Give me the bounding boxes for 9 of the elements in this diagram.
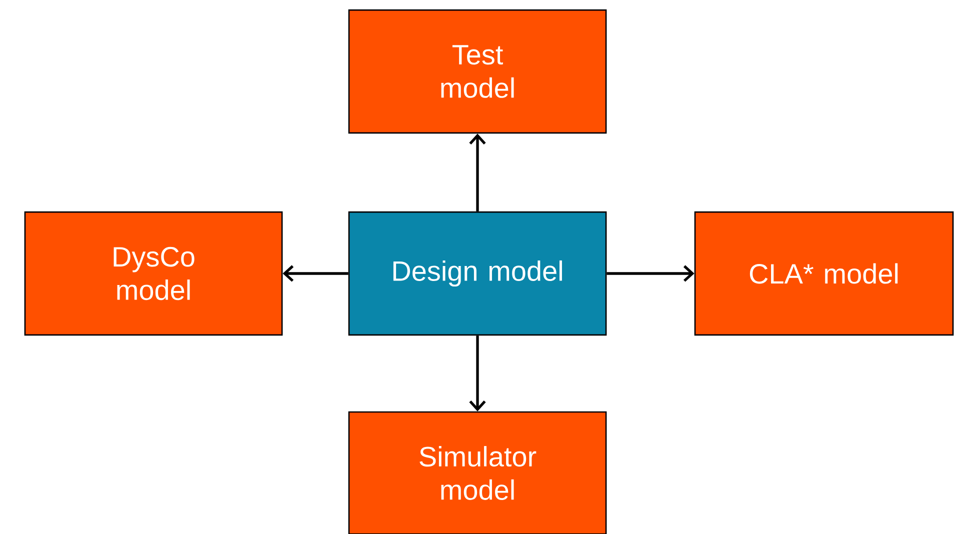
model-box: DysCo model (24, 211, 283, 336)
arrow (469, 134, 486, 212)
model-box: Design model (348, 211, 607, 336)
arrow (282, 265, 348, 282)
model-box: CLA* model (694, 211, 954, 336)
arrow (469, 336, 486, 412)
model-box: Simulator model (348, 411, 607, 534)
model-box: Test model (348, 9, 607, 134)
arrow (606, 265, 694, 282)
